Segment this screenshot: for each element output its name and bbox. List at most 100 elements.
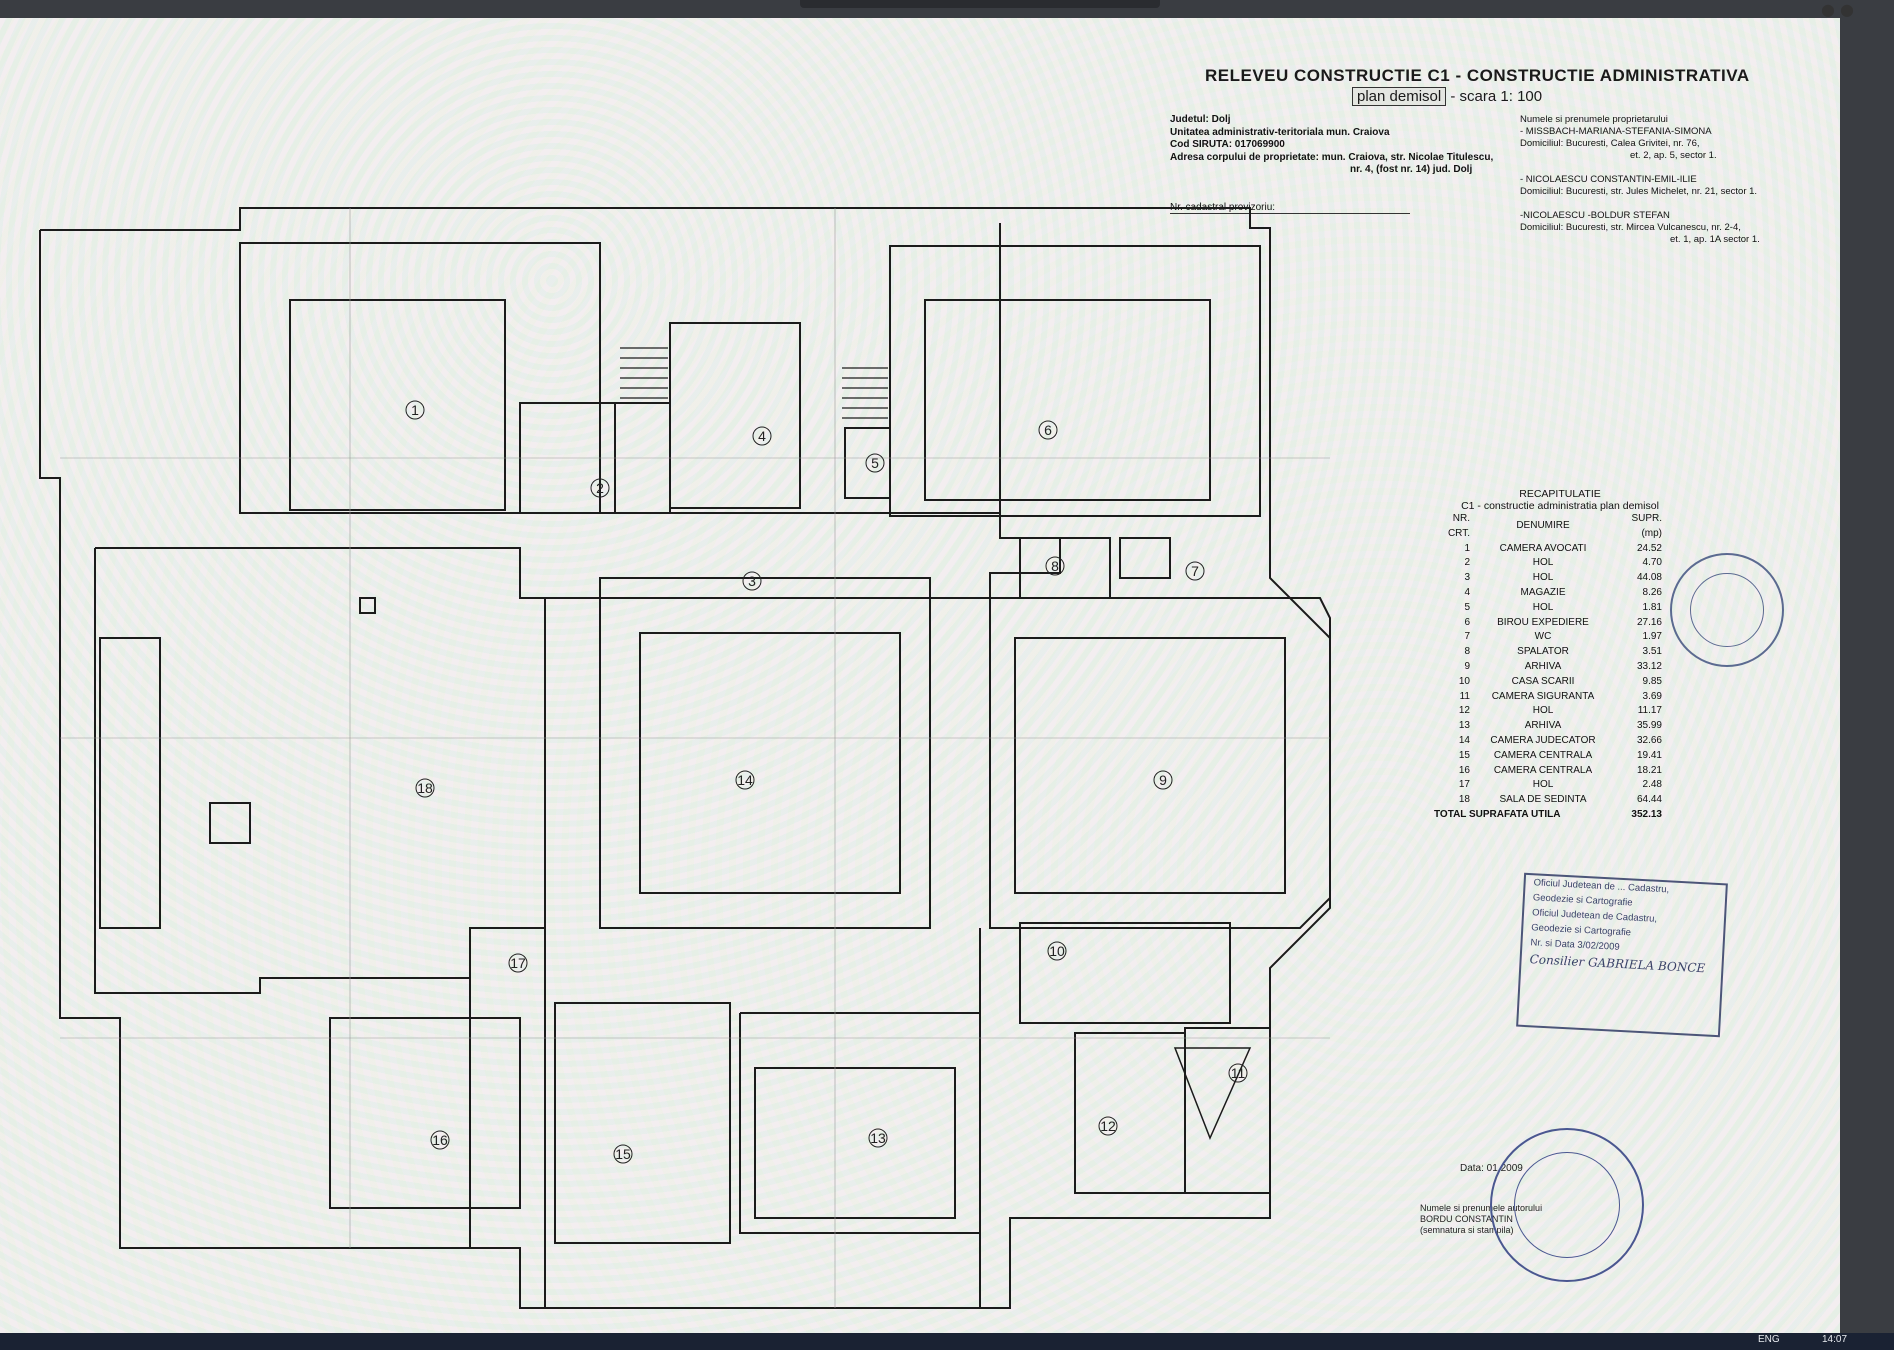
room-marker-4 [752, 426, 772, 446]
room-number: 4 [758, 428, 766, 444]
room-marker-9 [1153, 770, 1173, 790]
total-value: 352.13 [1631, 808, 1662, 820]
recap-cell: 11.17 [1637, 705, 1662, 717]
recap-cell: 27.16 [1636, 616, 1662, 628]
room-12-wall [1074, 1032, 1186, 1194]
window-top-bar [800, 0, 1160, 8]
owners-info: Numele si prenumele proprietarului - MIS… [1520, 114, 1760, 246]
subtitle-scale: - scara 1: 100 [1446, 88, 1543, 105]
room-number: 12 [1100, 1118, 1116, 1134]
room-18-wall [94, 547, 546, 994]
recap-cell: 4 [1464, 586, 1470, 598]
room-marker-11 [1228, 1063, 1248, 1083]
room-number: 14 [737, 772, 753, 788]
recap-cell: 16 [1458, 764, 1470, 776]
recap-cell: ARHIVA [1524, 660, 1562, 672]
room-number: 7 [1191, 563, 1199, 579]
date-line: Data: 01.2009 [1460, 1163, 1523, 1174]
recap-cell: 2 [1464, 557, 1470, 569]
recap-cell: 33.12 [1636, 660, 1662, 672]
recap-cell: BIROU EXPEDIERE [1497, 616, 1589, 628]
recap-cell: HOL [1532, 601, 1554, 613]
wall [239, 242, 601, 514]
recap-cell: 3 [1464, 572, 1470, 584]
recap-cell: 64.44 [1636, 794, 1662, 806]
recap-cell: 6 [1464, 616, 1470, 628]
outer-wall [39, 207, 1331, 1309]
room-marker-2 [590, 478, 610, 498]
room-marker-17 [508, 953, 528, 973]
owner-line: Domiciliul: Bucuresti, Calea Grivitei, n… [1520, 138, 1700, 149]
language-indicator[interactable]: ENG [1758, 1334, 1780, 1345]
recap-cell: 11 [1459, 690, 1470, 702]
room-number: 5 [871, 455, 879, 471]
recap-cell: 2.48 [1642, 779, 1662, 791]
info-line: nr. 4, (fost nr. 14) jud. Dolj [1350, 164, 1473, 175]
room-marker-13 [868, 1128, 888, 1148]
dimension-lines [60, 208, 1330, 1308]
recap-cell: CAMERA SIGURANTA [1491, 690, 1595, 702]
recap-cell: 8.26 [1642, 586, 1662, 598]
room-marker-12 [1098, 1116, 1118, 1136]
room-number: 13 [870, 1130, 886, 1146]
owner-line: Domiciliul: Bucuresti, str. Jules Michel… [1520, 186, 1758, 197]
clock[interactable]: 14:07 [1822, 1334, 1848, 1345]
recap-title: RECAPITULATIE [1519, 488, 1601, 500]
room-marker-1 [405, 400, 425, 420]
recap-cell: 7 [1464, 631, 1470, 643]
room-marker-3 [742, 571, 762, 591]
room-marker-7 [1185, 561, 1205, 581]
room-9-wall [989, 597, 1331, 929]
round-stamp-icon [1670, 553, 1784, 667]
recap-cell: 19.41 [1636, 749, 1662, 761]
recap-cell: MAGAZIE [1520, 586, 1566, 598]
page-title: RELEVEU CONSTRUCTIE C1 - CONSTRUCTIE ADM… [1205, 66, 1750, 85]
room-5-wall [844, 427, 891, 499]
recap-subtitle: C1 - constructie administratia plan demi… [1461, 500, 1659, 512]
room-14-wall [599, 597, 931, 929]
recap-cell: 18.21 [1636, 764, 1662, 776]
room-10-wall [1019, 922, 1231, 1024]
recap-cell: 24.52 [1636, 542, 1662, 554]
page-subtitle: plan demisol - scara 1: 100 [1352, 87, 1543, 106]
room-marker-6 [1038, 420, 1058, 440]
room-13-inner [754, 1067, 956, 1219]
wall [99, 637, 161, 929]
info-line: Unitatea administrativ-teritoriala mun. … [1170, 126, 1390, 138]
room-marker-10 [1047, 941, 1067, 961]
room-marker-16 [430, 1130, 450, 1150]
room-number: 3 [748, 573, 756, 589]
window-controls-icon[interactable]: ● ● [1820, 0, 1854, 19]
recap-cell: 3.69 [1642, 690, 1662, 702]
wall [209, 802, 251, 844]
room-number: 1 [411, 402, 419, 418]
recap-cell: HOL [1532, 557, 1554, 569]
recap-cell: 18 [1458, 794, 1470, 806]
recap-cell: 14 [1458, 734, 1470, 746]
wall [889, 245, 1261, 517]
authorization-stamp-icon [1490, 1128, 1644, 1282]
author-line: (semnatura si stampila) [1420, 1225, 1514, 1235]
room-6-wall [924, 299, 1211, 501]
taskbar: ENG 14:07 [0, 1333, 1894, 1350]
info-line: Adresa corpului de proprietate: mun. Cra… [1170, 151, 1494, 163]
author-block: Numele si prenumele autorului BORDU CONS… [1420, 1203, 1542, 1236]
stairs-top [620, 347, 888, 419]
recap-row: 4 MAGAZIE 8.26 [1430, 586, 1666, 601]
room-marker-8 [1045, 556, 1065, 576]
subtitle-boxed: plan demisol [1352, 87, 1447, 106]
recap-cell: HOL [1532, 779, 1554, 791]
room-11-wall [1184, 1027, 1271, 1194]
owners-heading: Numele si prenumele proprietarului [1520, 114, 1668, 125]
